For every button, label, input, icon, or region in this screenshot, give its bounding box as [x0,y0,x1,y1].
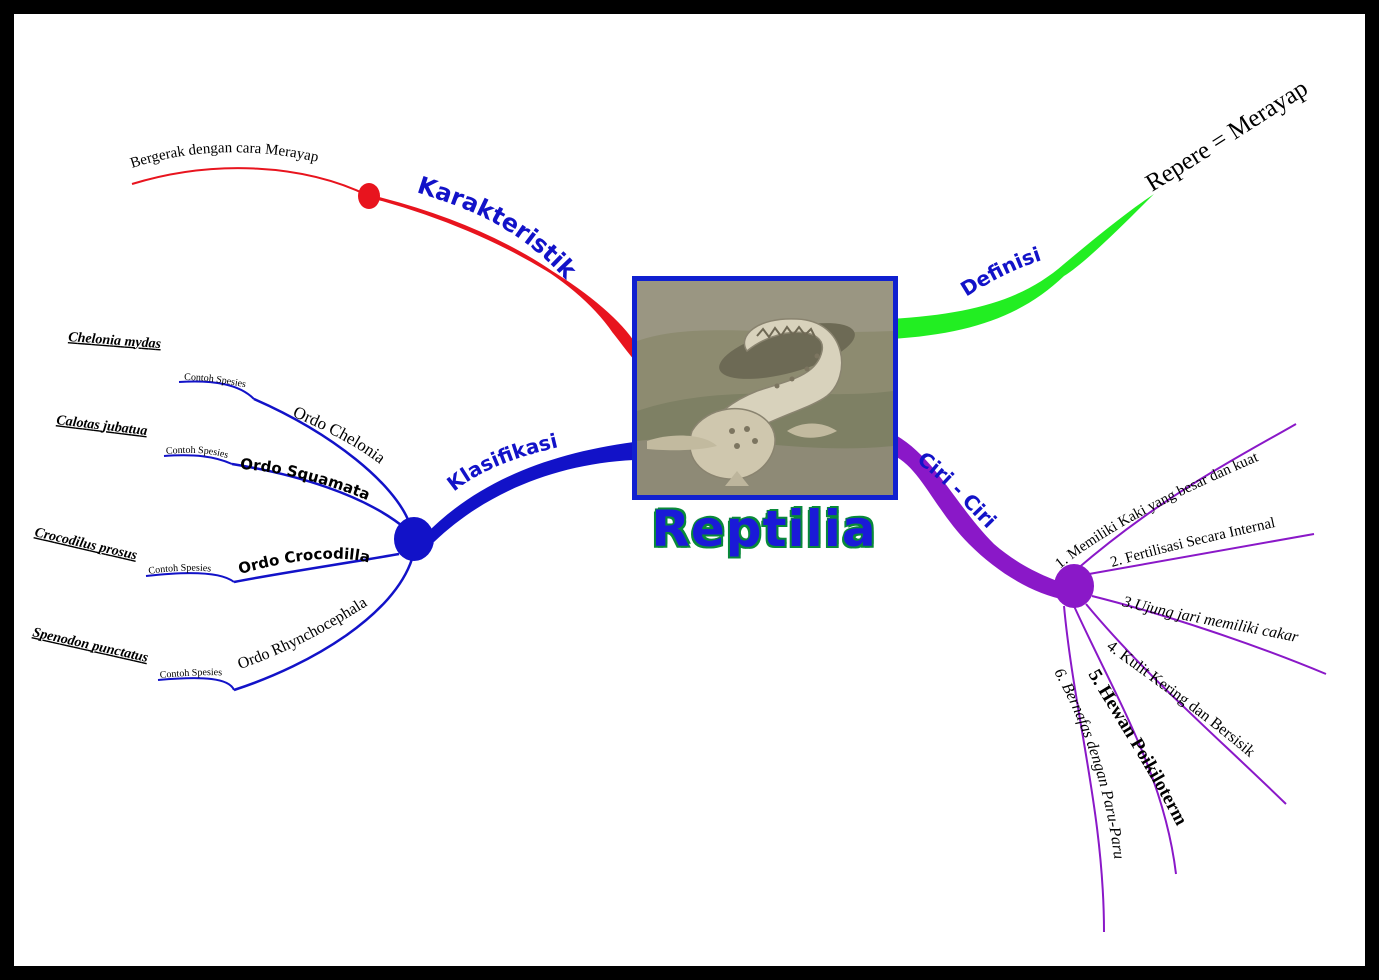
karakteristik-label: Karakteristik [414,171,583,285]
ciri-main-line [890,432,1072,600]
example-2-label: Contoh Spesies [165,445,229,461]
order-4-line [233,558,414,692]
species-1-text: Chelonia mydas [68,330,162,352]
definisi-leaf-text: Repere = Merayap [1141,75,1313,197]
order-3-text: Ordo Crocodilla [236,545,372,578]
example-4-line [157,677,235,691]
mind-map-sheet: Karakteristik Bergerak dengan cara Meray… [14,14,1365,966]
mind-map-canvas: Karakteristik Bergerak dengan cara Meray… [31,75,1327,933]
order-1-text: Ordo Chelonia [290,402,389,467]
species-text: Chelonia mydas Calotas jubatua Crocodilu… [31,330,162,666]
crocodile-image [637,281,893,495]
branch-karakteristik: Karakteristik Bergerak dengan cara Meray… [128,140,644,368]
ciri-line-4 [1085,603,1287,805]
central-title: Reptilia [651,500,877,558]
orders-text: Ordo Chelonia Ordo Squamata Ordo Crocodi… [236,402,390,673]
example-2-line [163,454,233,465]
example-1-label: Contoh Spesies [184,372,247,390]
ciri-line-5 [1073,605,1177,875]
klasifikasi-main-line [424,442,634,542]
ciri-item-3: 3.Ujung jari memiliki cakar [1120,593,1301,646]
ciri-line-2 [1088,533,1315,575]
crocodile-photo [632,276,898,500]
karakteristik-node [358,183,380,209]
example-1-line [178,380,255,400]
species-4-text: Spenodon punctatus [31,625,150,666]
order-2-line [231,462,407,530]
ciri-line-3 [1091,595,1327,675]
ciri-line-1 [1075,423,1297,571]
branch-definisi: Definisi Repere = Merayap [890,75,1313,339]
ciri-node [1054,564,1094,608]
branch-ciri: Ciri - Ciri 1. Memiliki Kaki yang besar … [890,423,1327,933]
definisi-main-line [890,194,1154,339]
order-1-line [253,397,411,523]
karakteristik-leaf-text: Bergerak dengan cara Merayap [128,140,320,172]
branch-klasifikasi: Klasifikasi Ordo Chelonia Ordo Squamata … [31,330,634,692]
ciri-line-6 [1063,605,1105,933]
example-4-label: Contoh Spesies [159,667,222,681]
species-3-text: Crocodilus prosus [33,525,139,563]
example-3-label: Contoh Spesies [148,563,212,577]
order-2-text: Ordo Squamata [240,455,373,504]
species-2-text: Calotas jubatua [56,413,149,439]
example-labels: Contoh Spesies Contoh Spesies Contoh Spe… [148,372,247,681]
ciri-items: 1. Memiliki Kaki yang besar dan kuat 2. … [1050,449,1300,860]
karakteristik-main-line [368,194,644,368]
example-3-line [145,572,235,583]
karakteristik-leaf-line [131,167,370,197]
order-3-line [233,552,400,584]
